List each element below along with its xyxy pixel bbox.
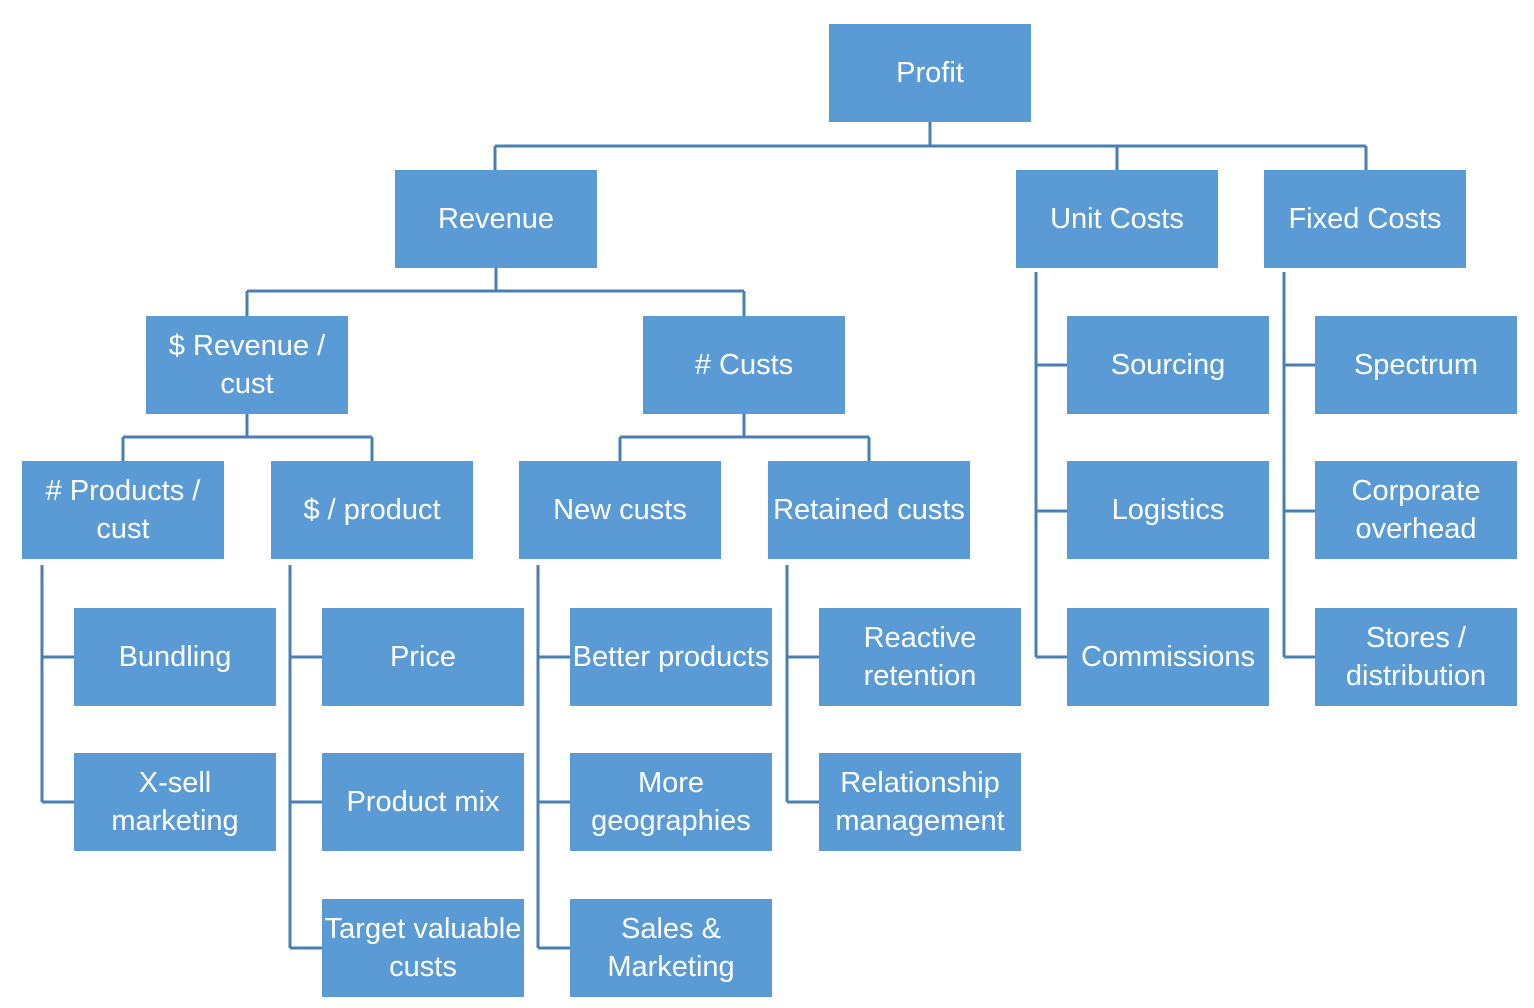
connector-dollar-per-product-leaves <box>288 565 322 950</box>
node-unit-costs: Unit Costs <box>1016 170 1218 268</box>
connector-new-custs-leaves <box>536 565 570 950</box>
connector-revenue-children <box>245 268 746 316</box>
node-revenue: Revenue <box>395 170 597 268</box>
node-products-per-cust: # Products / cust <box>22 461 224 559</box>
node-bundling: Bundling <box>74 608 276 706</box>
node-price: Price <box>322 608 524 706</box>
node-product-mix: Product mix <box>322 753 524 851</box>
node-num-custs: # Custs <box>643 316 845 414</box>
connector-fixed-costs-leaves <box>1282 272 1315 659</box>
node-target-valuable-custs: Target valuable custs <box>322 899 524 997</box>
node-new-custs: New custs <box>519 461 721 559</box>
connector-products-per-cust-leaves <box>40 565 74 804</box>
node-reactive-retention: Reactive retention <box>819 608 1021 706</box>
connector-profit-children <box>493 122 1368 170</box>
node-sales-marketing: Sales & Marketing <box>570 899 772 997</box>
node-sourcing: Sourcing <box>1067 316 1269 414</box>
node-corporate-overhead: Corporate overhead <box>1315 461 1517 559</box>
node-dollar-per-product: $ / product <box>271 461 473 559</box>
node-stores-distribution: Stores / distribution <box>1315 608 1517 706</box>
node-more-geographies: More geographies <box>570 753 772 851</box>
node-revenue-per-cust: $ Revenue / cust <box>146 316 348 414</box>
node-spectrum: Spectrum <box>1315 316 1517 414</box>
node-retained-custs: Retained custs <box>768 461 970 559</box>
node-fixed-costs: Fixed Costs <box>1264 170 1466 268</box>
connector-retained-custs-leaves <box>785 565 819 804</box>
connector-revenue-per-cust-children <box>121 413 374 461</box>
connector-num-custs-children <box>618 413 871 461</box>
connector-unit-costs-leaves <box>1034 272 1067 659</box>
node-xsell-marketing: X-sell marketing <box>74 753 276 851</box>
node-commissions: Commissions <box>1067 608 1269 706</box>
node-relationship-management: Relationship management <box>819 753 1021 851</box>
node-better-products: Better products <box>570 608 772 706</box>
node-logistics: Logistics <box>1067 461 1269 559</box>
node-profit: Profit <box>829 24 1031 122</box>
